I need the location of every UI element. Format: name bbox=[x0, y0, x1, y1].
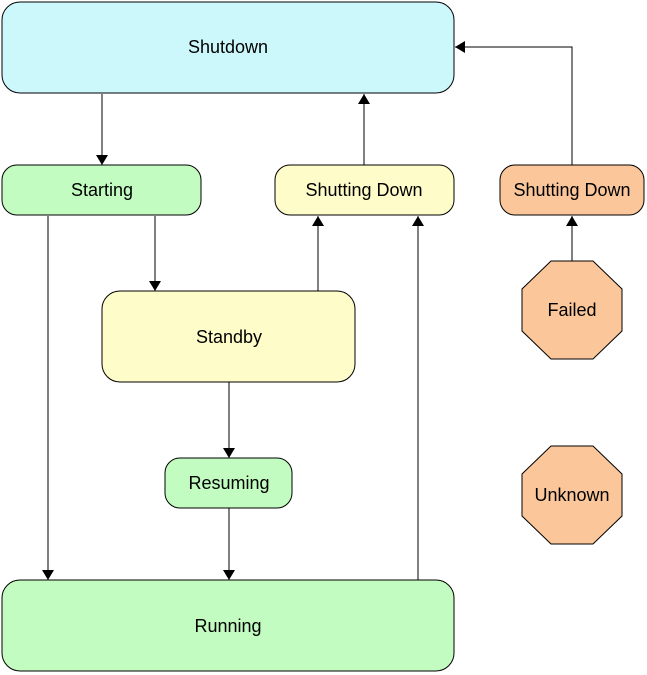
node-unknown-label: Unknown bbox=[534, 485, 609, 505]
node-shutdown-shape bbox=[1, 1, 455, 94]
node-shutdown: Shutdown bbox=[1, 1, 455, 94]
node-failed-label: Failed bbox=[547, 300, 596, 320]
node-starting-shape bbox=[1, 164, 202, 216]
node-standby: Standby bbox=[101, 290, 356, 383]
node-failed: Failed bbox=[521, 260, 623, 360]
node-standby-shape bbox=[101, 290, 356, 383]
node-shutting-down-shape bbox=[274, 164, 455, 216]
node-resuming: Resuming bbox=[164, 457, 293, 509]
node-shutdown-label: Shutdown bbox=[188, 37, 268, 57]
node-unknown: Unknown bbox=[521, 445, 623, 545]
node-shutting-down-failed-shape bbox=[499, 164, 645, 216]
node-unknown-shape bbox=[521, 445, 623, 545]
node-starting-label: Starting bbox=[71, 180, 133, 200]
node-shutting-down-failed-label: Shutting Down bbox=[513, 180, 630, 200]
edges bbox=[42, 41, 578, 580]
node-running-label: Running bbox=[194, 616, 261, 636]
node-failed-shape bbox=[521, 260, 623, 360]
node-resuming-label: Resuming bbox=[188, 473, 269, 493]
edge-shutting-down-failed-to-shutdown bbox=[455, 41, 573, 165]
node-running-shape bbox=[1, 579, 455, 672]
node-running: Running bbox=[1, 579, 455, 672]
node-starting: Starting bbox=[1, 164, 202, 216]
node-shutting-down-label: Shutting Down bbox=[305, 180, 422, 200]
node-standby-label: Standby bbox=[196, 327, 262, 347]
node-shutting-down: Shutting Down bbox=[274, 164, 455, 216]
node-resuming-shape bbox=[164, 457, 293, 509]
node-shutting-down-failed: Shutting Down bbox=[499, 164, 645, 216]
